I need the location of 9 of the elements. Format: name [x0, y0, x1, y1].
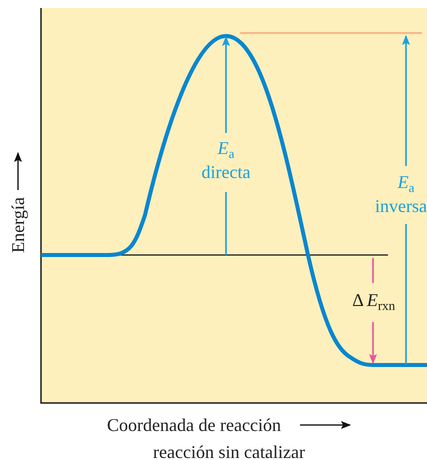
energy-label: E$_{a}$ [398, 172, 414, 192]
energy-label: E$_{a}$ [218, 138, 234, 158]
subtitle: reacción sin catalizar [153, 442, 305, 460]
axis-title: Energía [8, 197, 28, 253]
delta-symbol: Δ [352, 290, 364, 310]
axis-title: Coordenada de reacción [107, 415, 281, 435]
energy-label: E$_{rxn}$ [366, 290, 396, 310]
energy-label: directa [202, 162, 250, 182]
energy-label: inversa [375, 196, 427, 216]
